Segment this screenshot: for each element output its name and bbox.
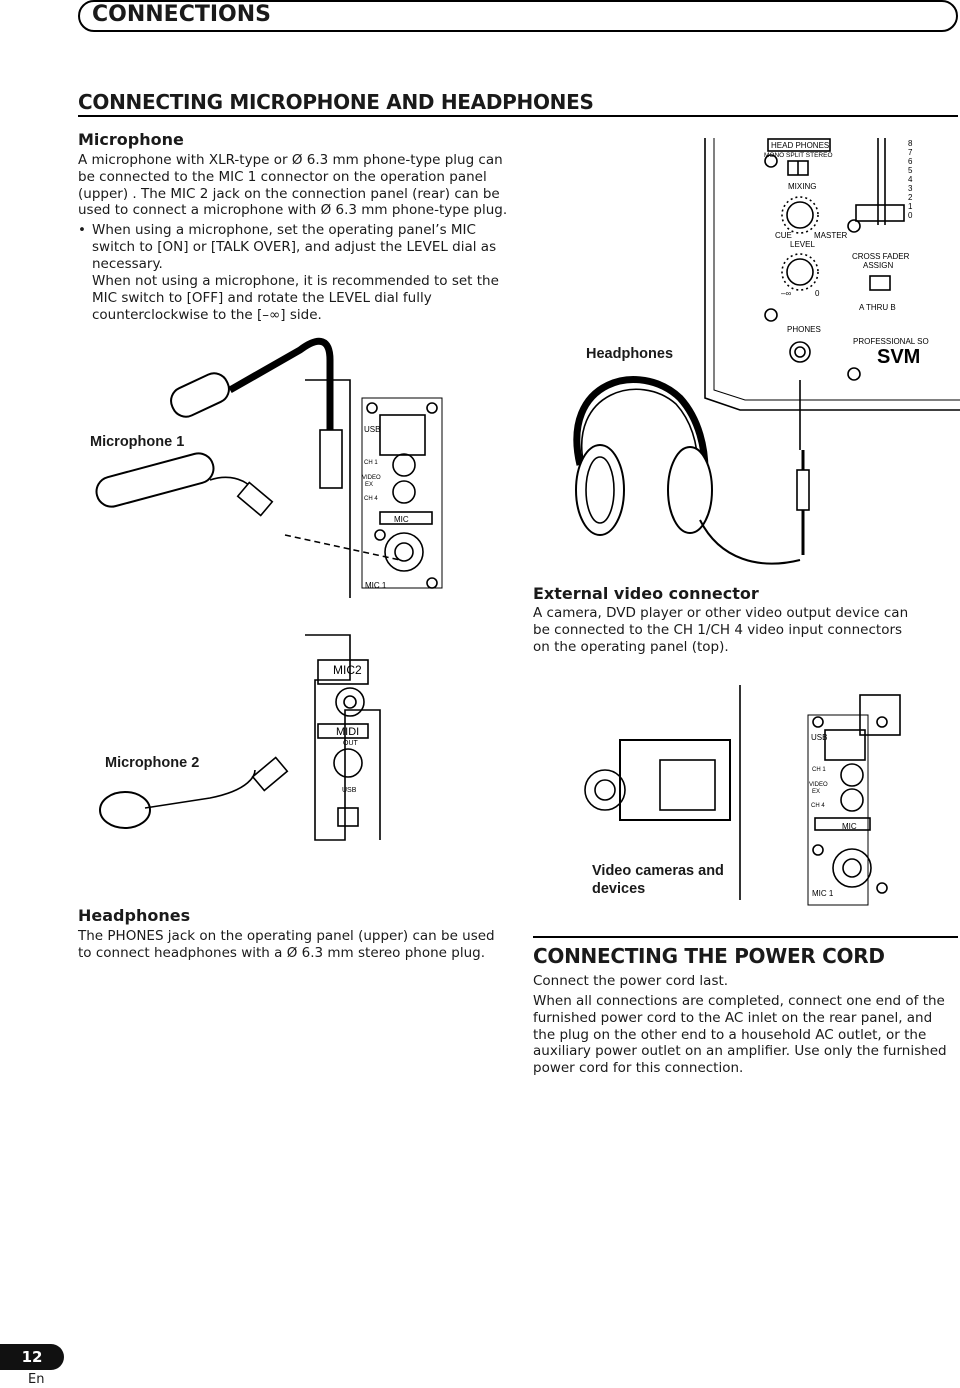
video-ch1-jack bbox=[392, 453, 416, 477]
fader-scale-7: 7 bbox=[908, 148, 913, 157]
video-section-title: External video connector bbox=[533, 584, 759, 603]
video-ch4-jack bbox=[392, 480, 416, 504]
mic-text-2: MIC bbox=[842, 822, 857, 831]
usb-port bbox=[379, 414, 426, 456]
fader-scale-2: 2 bbox=[908, 193, 913, 202]
video-section-text: A camera, DVD player or other video outp… bbox=[533, 605, 909, 655]
ex-text: EX bbox=[365, 482, 373, 488]
midi-out-jack bbox=[333, 748, 363, 778]
mic-text: MIC bbox=[394, 515, 409, 524]
fader-knob bbox=[855, 204, 905, 222]
ex-text-2: EX bbox=[812, 789, 820, 795]
video-text: VIDEO bbox=[362, 475, 381, 481]
ch4-text-2: CH 4 bbox=[811, 803, 825, 809]
fader-scale-1: 1 bbox=[908, 202, 913, 211]
video-text-2: VIDEO bbox=[809, 782, 828, 788]
cross-fader-assign-switch bbox=[869, 275, 891, 291]
mic1-text-2: MIC 1 bbox=[812, 889, 834, 898]
headphones-subtitle: Headphones bbox=[78, 906, 191, 925]
mixer-panel-outline bbox=[704, 138, 960, 411]
section-header-bar bbox=[78, 0, 958, 32]
midi-text: MIDI bbox=[336, 726, 359, 738]
xlr-mic1-jack-2 bbox=[832, 848, 872, 888]
mono-split-stereo-text: MONO SPLIT STEREO bbox=[764, 152, 833, 159]
a-thru-b-text: A THRU B bbox=[859, 303, 896, 312]
mic-section-rule bbox=[78, 115, 958, 117]
fader-scale-0: 0 bbox=[908, 211, 913, 220]
ch4-text: CH 4 bbox=[364, 496, 378, 502]
headphones-box-text: HEAD PHONES bbox=[771, 141, 829, 150]
microphone-2 bbox=[99, 791, 151, 829]
mixing-text: MIXING bbox=[788, 182, 816, 191]
operation-panel bbox=[361, 397, 443, 589]
fader-scale-4: 4 bbox=[908, 175, 913, 184]
screw-icon bbox=[847, 219, 861, 233]
headphone-right-cup bbox=[667, 446, 713, 534]
headphones-box bbox=[767, 138, 831, 152]
master-text: MASTER bbox=[814, 231, 848, 240]
screw-icon bbox=[847, 367, 861, 381]
fader-scale-5: 5 bbox=[908, 166, 913, 175]
microphone-note: When not using a microphone, it is recom… bbox=[92, 273, 499, 323]
power-text-2: When all connections are completed, conn… bbox=[533, 993, 947, 1077]
headphone-left-cup bbox=[575, 444, 625, 536]
usb-text: USB bbox=[364, 425, 380, 434]
mic2-jack bbox=[335, 687, 365, 717]
gooseneck-mic bbox=[228, 337, 334, 430]
usb-text-2: USB bbox=[811, 733, 827, 742]
microphone-2-label: Microphone 2 bbox=[105, 755, 200, 771]
microphone-1 bbox=[95, 452, 215, 508]
microphone-1-label: Microphone 1 bbox=[90, 434, 185, 450]
cue-text: CUE bbox=[775, 231, 792, 240]
screw-icon bbox=[764, 154, 778, 168]
rear-panel-2 bbox=[305, 634, 381, 841]
assign-text: ASSIGN bbox=[863, 261, 893, 270]
rear-panel-top bbox=[305, 379, 351, 598]
fader-scale-6: 6 bbox=[908, 157, 913, 166]
phones-text: PHONES bbox=[787, 325, 821, 334]
xlr-mic1-jack bbox=[384, 532, 424, 572]
power-text-1: Connect the power cord last. bbox=[533, 973, 729, 989]
fader-scale-8: 8 bbox=[908, 139, 913, 148]
mic1-text: MIC 1 bbox=[365, 581, 387, 590]
svm-logo-text: SVM bbox=[877, 346, 920, 368]
ch1-text-2: CH 1 bbox=[812, 767, 826, 773]
level-knob bbox=[786, 258, 814, 286]
zero-text: 0 bbox=[815, 289, 820, 298]
headphones-label: Headphones bbox=[586, 346, 674, 362]
level-text: LEVEL bbox=[790, 240, 815, 249]
screw-icon bbox=[764, 308, 778, 322]
headphones-text: The PHONES jack on the operating panel (… bbox=[78, 928, 495, 961]
video-camera-icon bbox=[584, 739, 731, 821]
page-number: 12 bbox=[0, 1344, 64, 1370]
mic-section-title: CONNECTING MICROPHONE AND HEADPHONES bbox=[78, 90, 594, 114]
professional-text: PROFESSIONAL SO bbox=[853, 337, 929, 346]
fader-scale-3: 3 bbox=[908, 184, 913, 193]
video-devices-label: Video cameras and devices bbox=[592, 863, 724, 897]
power-section-rule bbox=[533, 936, 958, 938]
language-code: En bbox=[28, 1372, 45, 1387]
microphone-paragraph: A microphone with XLR-type or Ø 6.3 mm p… bbox=[78, 152, 508, 219]
power-section-title: CONNECTING THE POWER CORD bbox=[533, 944, 885, 968]
microphone-subtitle: Microphone bbox=[78, 130, 184, 149]
mixing-knob bbox=[786, 201, 814, 229]
out-text: OUT bbox=[343, 740, 359, 747]
microphone-bullet: When using a microphone, set the operati… bbox=[78, 222, 508, 272]
ch1-text: CH 1 bbox=[364, 460, 378, 466]
section-header-title: CONNECTIONS bbox=[92, 2, 271, 27]
cross-fader-text: CROSS FADER bbox=[852, 252, 910, 261]
mic2-text: MIC2 bbox=[333, 663, 362, 677]
usb-rear-text: USB bbox=[342, 787, 357, 794]
minus-infinity-text: –∞ bbox=[781, 289, 791, 298]
phones-jack bbox=[789, 341, 811, 363]
usb-b-port bbox=[337, 807, 359, 827]
